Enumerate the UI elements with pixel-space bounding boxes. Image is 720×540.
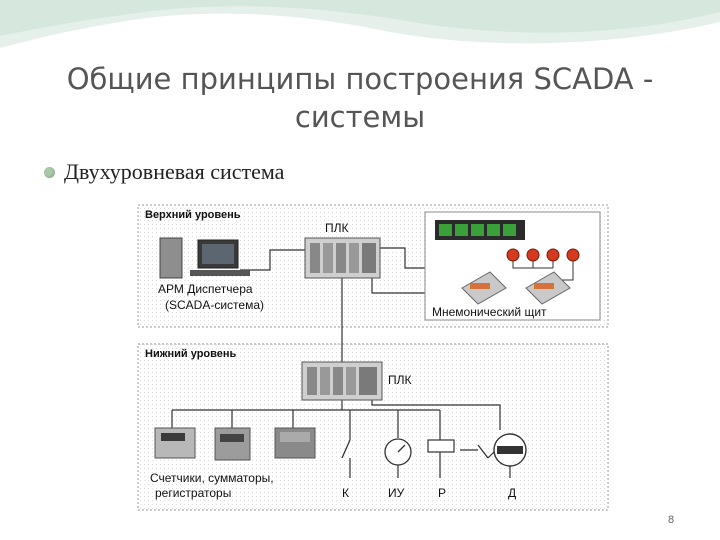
meters-label-line2: регистраторы (155, 486, 231, 500)
bullet-icon (44, 166, 55, 178)
lower-plc: ПЛК (301, 361, 412, 401)
label-k: К (342, 486, 349, 500)
workstation-label-line2: (SCADA-система) (165, 298, 264, 312)
lower-level-heading: Нижний уровень (145, 348, 237, 360)
label-r: Р (438, 486, 446, 500)
mimic-panel: Мнемонический щит (424, 211, 601, 321)
label-iu: ИУ (388, 486, 405, 500)
upper-plc-label: ПЛК (325, 221, 349, 235)
label-d: Д (508, 486, 516, 500)
lower-plc-label: ПЛК (388, 373, 412, 387)
slide-number: 8 (668, 514, 675, 526)
slide-title: Общие принципы построения SCADA - систем… (0, 60, 720, 136)
bullet-text: Двухуровневая система (64, 159, 285, 184)
meters-label-line1: Счетчики, сумматоры, (150, 471, 274, 485)
switch-k-icon (341, 439, 351, 459)
connection-lines (171, 247, 501, 478)
bullet-item: Двухуровневая система (44, 158, 284, 186)
workstation-icon: АРМ Диспетчера (SCADA-система) (158, 237, 264, 312)
mimic-panel-label: Мнемонический щит (432, 305, 547, 319)
motor-d-icon (487, 433, 527, 478)
slide-title-text: Общие принципы построения SCADA - систем… (66, 62, 654, 134)
workstation-label-line1: АРМ Диспетчера (158, 282, 253, 296)
gauge-iu-icon (384, 438, 412, 478)
upper-plc: ПЛК (304, 221, 381, 279)
meters-icons: Счетчики, сумматоры, регистраторы (150, 427, 316, 500)
upper-level-heading: Верхний уровень (145, 209, 241, 221)
decorative-header-wave (0, 0, 720, 48)
relay-r-icon (427, 439, 489, 478)
